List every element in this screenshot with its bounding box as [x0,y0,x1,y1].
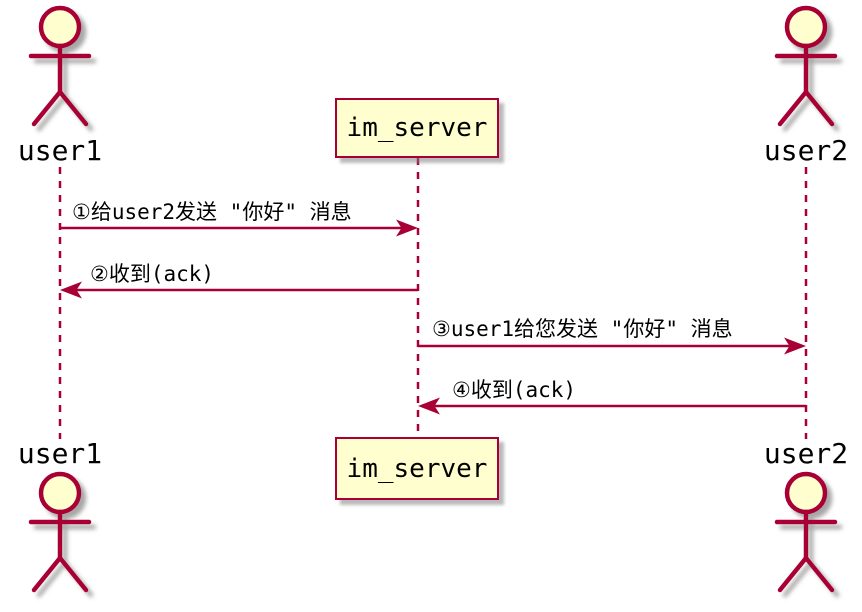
message-2-arrowhead-icon [60,281,82,299]
actor-label-user1-bottom: user1 [17,437,103,470]
message-2-label: ②收到(ack) [90,262,215,286]
message-1-label: ①给user2发送 "你好" 消息 [72,200,352,224]
message-3-arrowhead-icon [784,337,806,355]
participant-box-im-server-bottom: im_server [335,437,499,500]
actor-icon-user2-bottom [777,474,835,590]
participant-box-im-server-top: im_server [335,98,499,158]
actor-label-user2-top: user2 [763,134,849,167]
message-4-label: ④收到(ack) [452,378,577,402]
message-1-arrowhead-icon [396,219,418,237]
message-4-arrowhead-icon [418,397,440,415]
actor-icon-user1-bottom [31,474,89,590]
actor-label-user1-top: user1 [17,134,103,167]
participant-label-im-server-bottom: im_server [346,453,488,484]
participant-label-im-server-top: im_server [346,113,488,143]
actor-label-user2-bottom: user2 [763,437,849,470]
message-3-label: ③user1给您发送 "你好" 消息 [432,317,733,341]
actor-icon-user2-top [777,8,835,124]
actor-icon-user1-top [31,8,89,124]
